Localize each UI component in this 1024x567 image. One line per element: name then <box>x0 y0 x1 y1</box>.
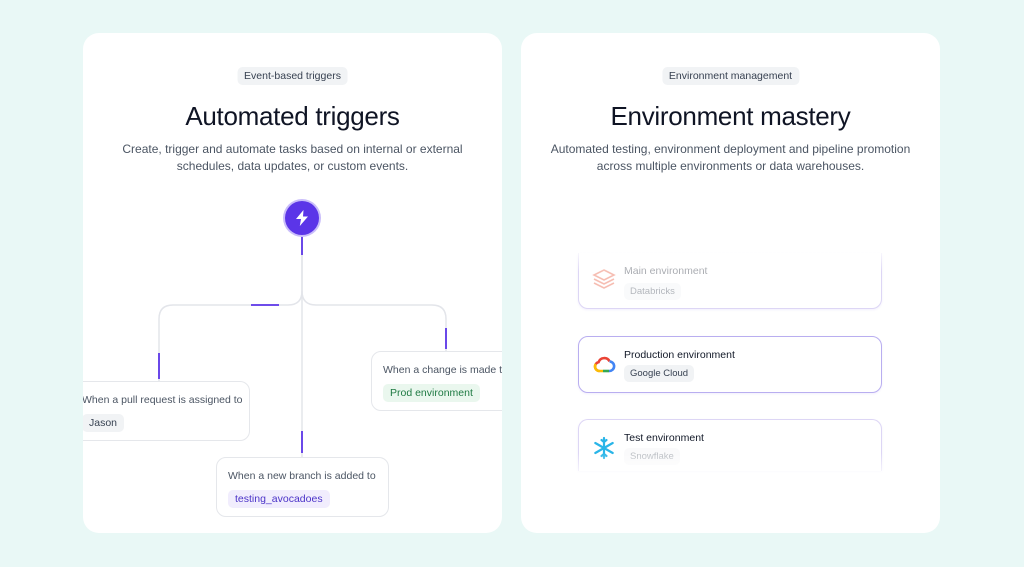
production-environment-name: Production environment <box>624 349 735 361</box>
description-line: Automated testing, environment deploymen… <box>550 142 911 156</box>
event-based-triggers-pill: Event-based triggers <box>237 67 348 85</box>
pull-request-trigger-label: When a pull request is assigned to <box>83 394 243 406</box>
test-environment-name: Test environment <box>624 432 704 444</box>
top-fade-overlay <box>561 248 900 272</box>
description-line: schedules, data updates, or custom event… <box>176 159 409 173</box>
production-environment-card[interactable]: Production environment Google Cloud <box>578 336 882 393</box>
automated-triggers-description: Create, trigger and automate tasks based… <box>103 141 482 175</box>
automated-triggers-title: Automated triggers <box>185 101 400 131</box>
assignee-tag: Jason <box>83 414 125 432</box>
bottom-fade-overlay <box>561 453 900 479</box>
trigger-connector-lines <box>158 235 447 457</box>
environment-mastery-description: Automated testing, environment deploymen… <box>541 141 920 175</box>
automated-triggers-card: Event-based triggers Automated triggers … <box>83 33 502 533</box>
branch-trigger-label: When a new branch is added to <box>228 470 376 482</box>
databricks-icon <box>592 269 616 289</box>
branch-name-tag: testing_avocadoes <box>228 490 330 508</box>
change-trigger-label: When a change is made to <box>383 364 502 376</box>
google-cloud-tag: Google Cloud <box>624 365 695 382</box>
environment-mastery-title: Environment mastery <box>610 101 851 131</box>
change-trigger-node[interactable]: When a change is made to Prod environmen… <box>371 351 502 411</box>
description-line: Create, trigger and automate tasks based… <box>122 142 463 156</box>
lightning-bolt-icon <box>296 210 308 226</box>
trigger-node[interactable] <box>285 201 319 235</box>
google-cloud-icon <box>593 356 616 373</box>
pull-request-trigger-node[interactable]: When a pull request is assigned to Jason <box>83 381 250 441</box>
environment-management-pill: Environment management <box>661 67 800 85</box>
environment-mastery-card: Environment management Environment maste… <box>521 33 940 533</box>
description-line: across multiple environments or data war… <box>596 159 865 173</box>
branch-trigger-node[interactable]: When a new branch is added to testing_av… <box>216 457 389 517</box>
databricks-tag: Databricks <box>624 283 681 300</box>
prod-environment-tag: Prod environment <box>383 384 480 402</box>
